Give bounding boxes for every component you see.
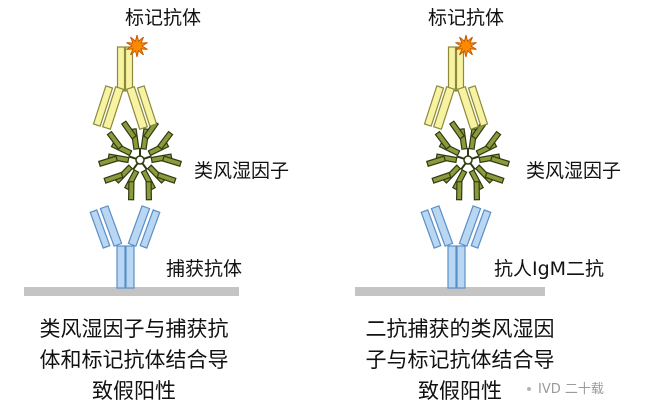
capture-arm [430,205,454,247]
left-solid-surface [24,287,239,296]
rf-core [463,155,473,165]
labeled-arm [101,86,125,130]
capture-heavy-chain-stem [447,245,457,289]
right-panel-art [355,34,545,296]
capture-arm [458,205,482,247]
left-middle-label: 类风湿因子 [194,160,290,182]
rf-fragment [140,169,157,191]
rf-fragment [107,153,130,164]
right-caption-line-3: 致假阳性 [418,379,502,403]
rf-fragment [97,155,119,167]
right-caption-line-2: 子与标记抗体结合导 [365,348,555,372]
rf-fragment [156,130,174,150]
labeled-light-chain [423,85,445,127]
capture-light-chain [470,209,492,249]
capture-light-chain [420,209,442,249]
rf-fragment [106,130,124,150]
rf-fragment [489,155,511,167]
rf-fragment [431,171,452,184]
capture-light-chain [139,209,161,249]
left-burst-star-icon [126,34,148,58]
capture-heavy-chain-stem [116,245,126,289]
labeled-light-chain [467,85,489,127]
capture-heavy-chain-stem [456,245,466,289]
right-top-label: 标记抗体 [428,7,505,29]
left-caption-line-2: 体和标记抗体结合导 [39,348,229,372]
left-rheumatoid-factor-icon [97,120,183,201]
rf-fragment [145,181,153,201]
labeled-arm [432,86,456,130]
labeled-arm [125,86,149,130]
rf-fragment [103,171,124,184]
right-rheumatoid-factor-icon [425,120,511,201]
capture-arm [127,205,151,247]
rf-fragment [434,130,452,150]
left-caption: 类风湿因子与捕获抗 体和标记抗体结合导 致假阳性 [2,314,266,407]
rf-fragment [156,171,177,184]
rf-fragment [127,181,135,201]
rf-fragment [161,155,183,167]
capture-arm [99,205,123,247]
left-panel-art [24,34,239,296]
rf-fragment [473,181,481,201]
right-middle-label: 类风湿因子 [526,160,622,182]
labeled-heavy-chain-stem [116,46,126,92]
rf-fragment [425,155,447,167]
rf-fragment [468,169,485,191]
labeled-light-chain [92,85,114,127]
rf-core [135,155,145,165]
burst-star-shape [126,34,148,58]
right-capture-antibody-icon [420,205,492,289]
rf-fragment [150,153,173,164]
left-labeled-antibody-icon [92,46,158,130]
right-burst-star-icon [455,34,477,58]
rf-fragment [120,120,138,140]
rf-fragment [451,169,468,191]
rf-fragment [484,171,505,184]
rf-fragment [484,130,502,150]
rf-fragment [435,153,458,164]
watermark-dot [527,387,531,391]
labeled-light-chain [136,85,158,127]
left-top-label: 标记抗体 [125,7,202,29]
labeled-arm [456,86,480,130]
left-capture-antibody-icon [89,205,161,289]
right-labeled-antibody-icon [423,46,489,130]
right-solid-surface [355,287,545,296]
rf-fragment [123,169,140,191]
burst-star-shape [455,34,477,58]
labeled-heavy-chain-stem [447,46,457,92]
rf-fragment [448,120,466,140]
left-caption-line-3: 致假阳性 [92,379,176,403]
watermark-text: IVD 二十载 [538,382,604,397]
left-caption-line-1: 类风湿因子与捕获抗 [39,317,229,341]
right-caption-line-1: 二抗捕获的类风湿因 [365,317,555,341]
rf-fragment [478,153,501,164]
left-bottom-label: 捕获抗体 [166,258,243,280]
right-caption: 二抗捕获的类风湿因 子与标记抗体结合导 致假阳性 [328,314,592,407]
rf-fragment [455,181,463,201]
capture-light-chain [89,209,111,249]
right-bottom-label: 抗人IgM二抗 [494,258,605,280]
capture-heavy-chain-stem [125,245,135,289]
